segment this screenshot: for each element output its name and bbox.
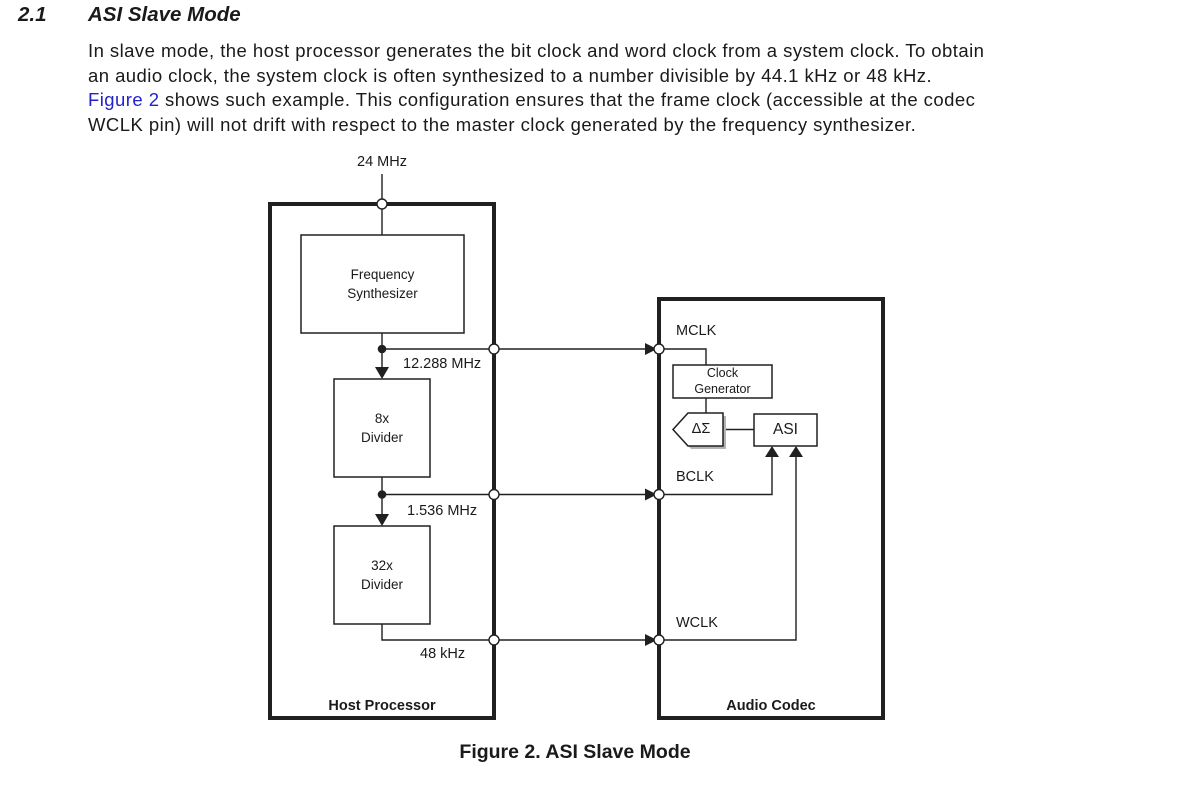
- junction-dot-mclk: [377, 344, 387, 354]
- arrowhead-into-div32: [375, 514, 389, 526]
- mclk-pin-label: MCLK: [676, 323, 717, 339]
- clock-generator-line1: Clock: [706, 366, 739, 380]
- delta-sigma-shape: [671, 412, 724, 447]
- figure-2-link[interactable]: Figure 2: [88, 89, 160, 111]
- frequency-synthesizer-line2: Synthesizer: [347, 286, 418, 301]
- wclk-pin-label: WCLK: [676, 615, 718, 631]
- pin-circle-mclk-host: [488, 343, 500, 355]
- figure-caption: Figure 2. ASI Slave Mode: [459, 741, 691, 763]
- pin-circle-bclk-host: [488, 488, 500, 501]
- paragraph-line-3-rest: shows such example. This configuration e…: [159, 89, 976, 111]
- pin-circle-clock-input: [376, 198, 388, 210]
- clock-generator-label: Clock Generator: [673, 365, 772, 398]
- bclk-to-asi-line: [659, 456, 773, 496]
- arrowhead-bclk-into-asi: [765, 446, 779, 457]
- clock-generator-box: [672, 364, 773, 399]
- section-number: 2.1: [18, 3, 47, 26]
- body-paragraph: In slave mode, the host processor genera…: [88, 39, 984, 138]
- asi-box: [753, 413, 818, 447]
- pin-circle-mclk-codec: [653, 343, 665, 355]
- divider-8x-label: 8x Divider: [334, 379, 430, 477]
- divider-8x-line1: 8x: [374, 411, 390, 426]
- divider-32x-box: [333, 525, 431, 625]
- divider-8x-box: [333, 378, 431, 478]
- arrowhead-into-div8: [375, 367, 389, 379]
- pin-circle-wclk-host: [488, 634, 500, 646]
- bclk-pin-label: BCLK: [676, 469, 714, 485]
- arrowhead-bclk: [645, 488, 657, 501]
- clock-generator-line2: Generator: [694, 381, 751, 396]
- divider-8x-line2: Divider: [360, 430, 403, 445]
- paragraph-line-3: Figure 2 shows such example. This config…: [88, 88, 984, 113]
- frequency-synthesizer-box: [300, 234, 465, 334]
- junction-dot-bclk: [377, 490, 387, 499]
- wclk-frequency-label: 48 kHz: [420, 646, 466, 662]
- paragraph-line-4: WCLK pin) will not drift with respect to…: [88, 114, 917, 136]
- pin-circle-bclk-codec: [653, 488, 665, 501]
- bclk-frequency-label: 1.536 MHz: [407, 503, 478, 519]
- divider-32x-line2: Divider: [360, 577, 403, 592]
- clock-input-label: 24 MHz: [357, 154, 407, 170]
- wclk-to-asi-line: [659, 456, 797, 641]
- delta-sigma-label: ΔΣ: [691, 421, 711, 437]
- clock-gen-feed-line: [659, 348, 707, 365]
- section-title: ASI Slave Mode: [88, 3, 241, 26]
- paragraph-line-1: In slave mode, the host processor genera…: [88, 40, 985, 61]
- frequency-synthesizer-line1: Frequency: [350, 267, 415, 282]
- mclk-frequency-label: 12.288 MHz: [403, 356, 482, 372]
- divider-32x-label: 32x Divider: [334, 526, 430, 624]
- wclk-line: [381, 624, 646, 641]
- arrowhead-wclk: [645, 634, 657, 646]
- audio-codec-label: Audio Codec: [726, 698, 816, 714]
- divider-32x-line1: 32x: [371, 558, 393, 573]
- asi-label: ASI: [773, 421, 798, 438]
- pin-circle-wclk-codec: [653, 634, 665, 646]
- host-processor-label: Host Processor: [328, 698, 436, 714]
- paragraph-line-2: an audio clock, the system clock is ofte…: [88, 64, 933, 86]
- frequency-synthesizer-label: Frequency Synthesizer: [301, 235, 464, 333]
- arrowhead-wclk-into-asi: [789, 446, 803, 457]
- audio-codec-box: [657, 297, 885, 720]
- arrowhead-mclk: [645, 343, 657, 355]
